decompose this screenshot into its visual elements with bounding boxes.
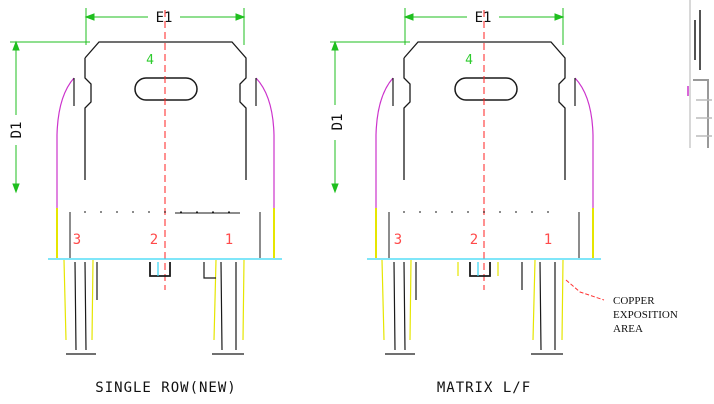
- d1-label: D1: [330, 114, 346, 131]
- side-tab-lines: [73, 78, 257, 106]
- callout-leader: [565, 279, 605, 301]
- drawing-caption: SINGLE ROW(NEW): [95, 380, 236, 396]
- pin-label-2: 2: [470, 232, 478, 248]
- tab-pin-label: 4: [465, 53, 473, 68]
- callout-line-3: AREA: [613, 323, 643, 335]
- e1-dimension: [84, 8, 246, 45]
- mounting-slot: [134, 77, 198, 101]
- leads: [63, 259, 245, 355]
- single-row-drawing: E1 D1 4 3: [9, 8, 282, 396]
- side-edge-right: [255, 77, 275, 208]
- pin-label-1: 1: [544, 232, 552, 248]
- pin-label-2: 2: [150, 232, 158, 248]
- d1-dimension: [330, 40, 410, 194]
- side-edge-left: [375, 77, 394, 208]
- pin-label-3: 3: [73, 232, 81, 248]
- e1-label: E1: [156, 10, 173, 26]
- side-edge-right: [574, 77, 594, 208]
- callout-line-2: EXPOSITION: [613, 309, 678, 321]
- matrix-lf-drawing: E1 D1 4 3 2 1: [330, 8, 605, 396]
- side-tab-lines: [392, 78, 576, 106]
- drawing-caption: MATRIX L/F: [437, 380, 531, 396]
- pin-label-1: 1: [225, 232, 233, 248]
- leads: [381, 259, 564, 355]
- callout-line-1: COPPER: [613, 295, 655, 307]
- side-edge-left: [56, 77, 75, 208]
- cropped-side-view-fragment: [687, 0, 712, 148]
- pin-label-3: 3: [394, 232, 402, 248]
- tab-pin-label: 4: [146, 53, 154, 68]
- d1-dimension: [10, 40, 90, 194]
- lower-body: [56, 208, 275, 258]
- e1-label: E1: [475, 10, 492, 26]
- mounting-slot: [454, 77, 518, 101]
- e1-dimension: [403, 8, 565, 45]
- package-body-outline: [84, 41, 247, 180]
- d1-label: D1: [9, 122, 25, 139]
- copper-exposition-callout: COPPER EXPOSITION AREA: [613, 295, 678, 335]
- lower-body: [375, 208, 594, 258]
- package-body-outline: [403, 41, 566, 180]
